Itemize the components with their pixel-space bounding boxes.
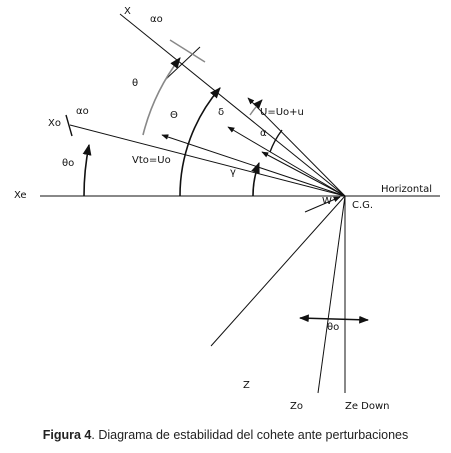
theta-cap-arc [179,87,221,197]
w-vector [304,196,341,213]
u-vector [247,97,346,197]
label-zo: Zo [290,401,303,412]
label-theta-o-bottom: θo [327,322,339,333]
label-xo: Xo [48,118,61,129]
u-component-vector [227,126,346,197]
figure-caption: Figura 4. Diagrama de estabilidad del co… [0,428,451,442]
delta-arc [249,99,263,116]
gamma-vector [261,151,346,197]
label-theta-o: θo [62,158,74,169]
xo-axis-line [69,124,346,197]
alpha-o-left-arc [65,114,73,137]
x-body-axis-line [119,13,346,197]
vto-extension-line [164,46,201,81]
label-ze-down: Ze Down [345,401,390,412]
label-cg: C.G. [352,200,373,211]
rocket-stability-diagram: X αo θ Θ δ U=Uo+u αo Xo α θo Vto=Uo γ Ho… [14,6,440,412]
label-horizontal: Horizontal [381,184,432,195]
label-theta-cap: Θ [170,110,178,121]
label-u: U=Uo+u [260,107,304,118]
caption-figure-number: Figura 4 [42,428,92,442]
alpha-arc [269,129,283,153]
label-theta-small: θ [132,78,138,89]
label-alpha-o-top: αo [150,14,163,25]
z-body-axis-line [210,195,346,347]
theta-small-arc [142,57,181,136]
label-w: W [322,196,332,207]
label-delta: δ [218,107,224,118]
label-vto: Vto=Uo [132,155,171,166]
caption-text: . Diagrama de estabilidad del cohete ant… [91,428,409,442]
gamma-arc [251,161,260,197]
label-alpha: α [260,128,267,139]
label-x: X [124,6,131,17]
label-gamma: γ [230,167,236,178]
label-xe: Xe [14,190,27,201]
label-alpha-o-left: αo [76,106,89,117]
alpha-o-top-arc [169,39,206,63]
zo-axis-line [317,195,346,394]
theta-o-arc [82,143,92,197]
label-z: Z [243,380,250,391]
theta-o-bottom-arc [299,314,369,324]
